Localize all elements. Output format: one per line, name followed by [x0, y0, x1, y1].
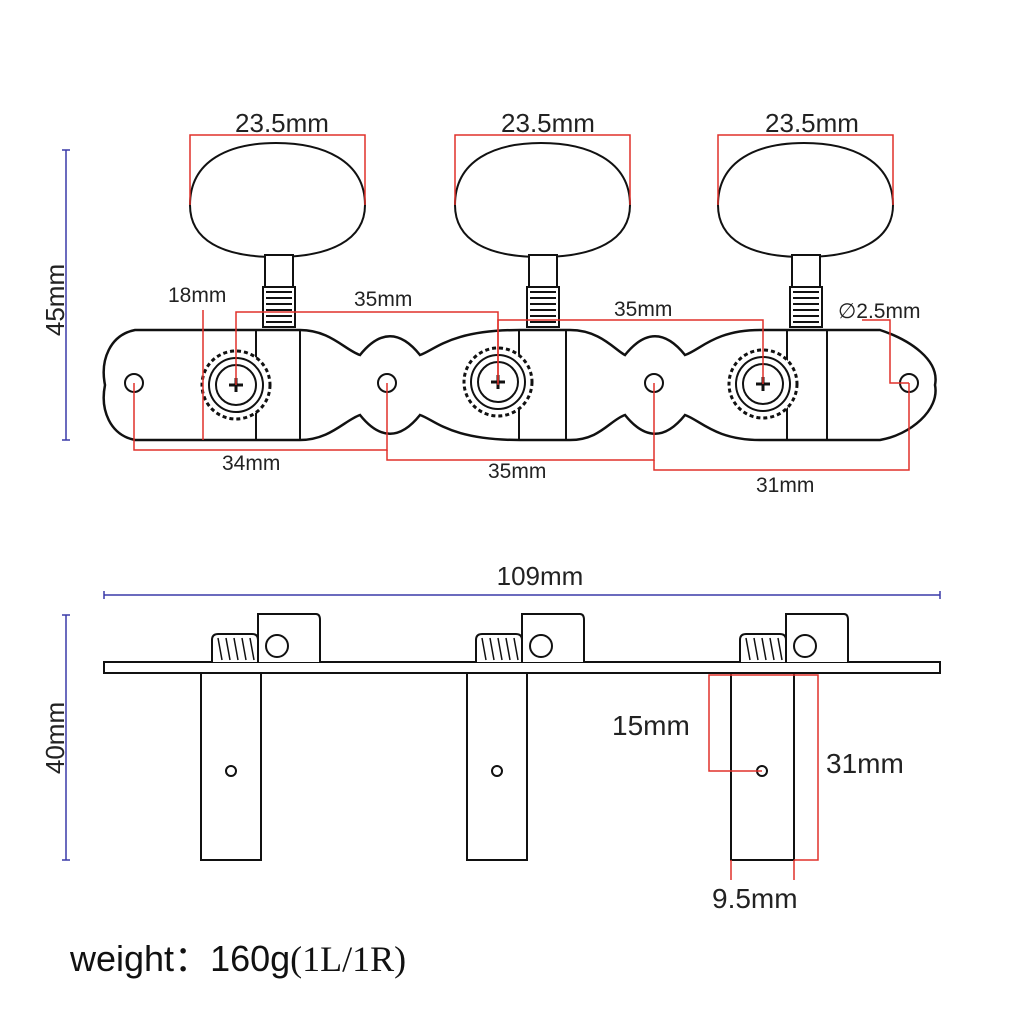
side-plate [103, 661, 941, 674]
post-hole-depth-label: 15mm [612, 710, 690, 741]
height-dimension-side [62, 614, 70, 861]
stem-2 [526, 254, 560, 328]
knob-1 [188, 141, 367, 259]
weight-note: (1L/1R) [290, 939, 407, 979]
gear-spacing-label: 35mm [614, 298, 672, 321]
stem-1 [262, 254, 296, 328]
knob-width-label: 23.5mm [765, 108, 859, 138]
side-unit-3 [730, 613, 849, 861]
weight-separator: ： [174, 938, 211, 979]
side-unit-2 [466, 613, 585, 861]
stem-3 [789, 254, 823, 328]
hole-diameter-label: ∅2.5mm [838, 300, 920, 323]
gear-offset-label: 18mm [168, 284, 226, 307]
height-label-top: 45mm [40, 264, 70, 336]
knob-2 [453, 141, 632, 259]
gear-spacing-label: 35mm [354, 288, 412, 311]
knob-3 [716, 141, 895, 259]
hole-spacing-label: 34mm [222, 452, 280, 475]
weight-value: 160g [210, 938, 291, 979]
side-view: 109mm 40mm [40, 561, 941, 914]
top-view: 23.5mm 23.5mm 23.5mm 18mm 35mm 35mm ∅2.5… [40, 108, 937, 497]
height-label-side: 40mm [40, 702, 70, 774]
total-length-label: 109mm [497, 561, 584, 591]
knob-width-label: 23.5mm [235, 108, 329, 138]
top-dimension-lines [133, 134, 910, 471]
side-dimension-lines [708, 674, 819, 880]
post-diameter-label: 9.5mm [712, 883, 798, 914]
hole-spacing-label: 31mm [756, 474, 814, 497]
height-dimension-top [62, 149, 70, 441]
side-unit-1 [200, 613, 321, 861]
knob-width-label: 23.5mm [501, 108, 595, 138]
weight-label: weight [70, 938, 175, 979]
hole-spacing-label: 35mm [488, 460, 546, 483]
weight-info: weight：160g(1L/1R) [70, 930, 406, 982]
length-dimension [103, 591, 941, 599]
post-length-label: 31mm [826, 748, 904, 779]
